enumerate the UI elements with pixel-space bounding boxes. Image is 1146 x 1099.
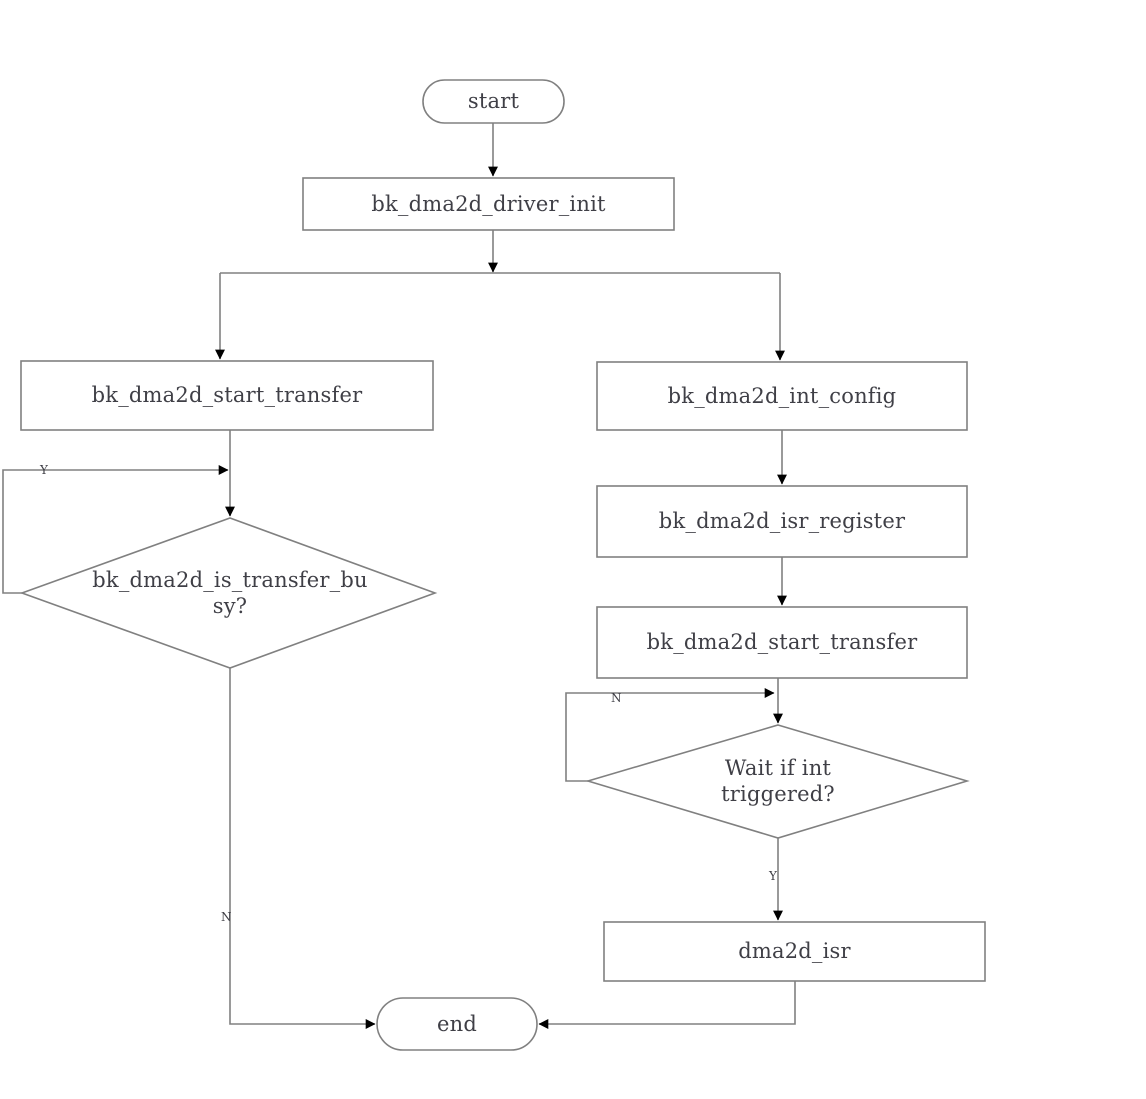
node-shape-start-transfer-right (596, 606, 968, 679)
node-shape-wait-int (585, 724, 970, 839)
edge-dma2d-isr-to-end (538, 981, 796, 1029)
node-shape-dma2d-isr (603, 921, 986, 982)
node-shape-start-transfer-left (20, 360, 434, 431)
edge-is-busy-no-to-end (229, 668, 376, 1029)
node-shape-start (422, 79, 565, 124)
node-shape-isr-register (596, 485, 968, 558)
edge-wait-int-no-loop (565, 688, 775, 782)
node-shape-driver-init (302, 177, 675, 231)
node-shape-end (376, 997, 538, 1051)
node-shape-int-config (596, 361, 968, 431)
edge-is-busy-yes-loop (2, 465, 229, 594)
node-shape-is-busy (19, 517, 438, 669)
